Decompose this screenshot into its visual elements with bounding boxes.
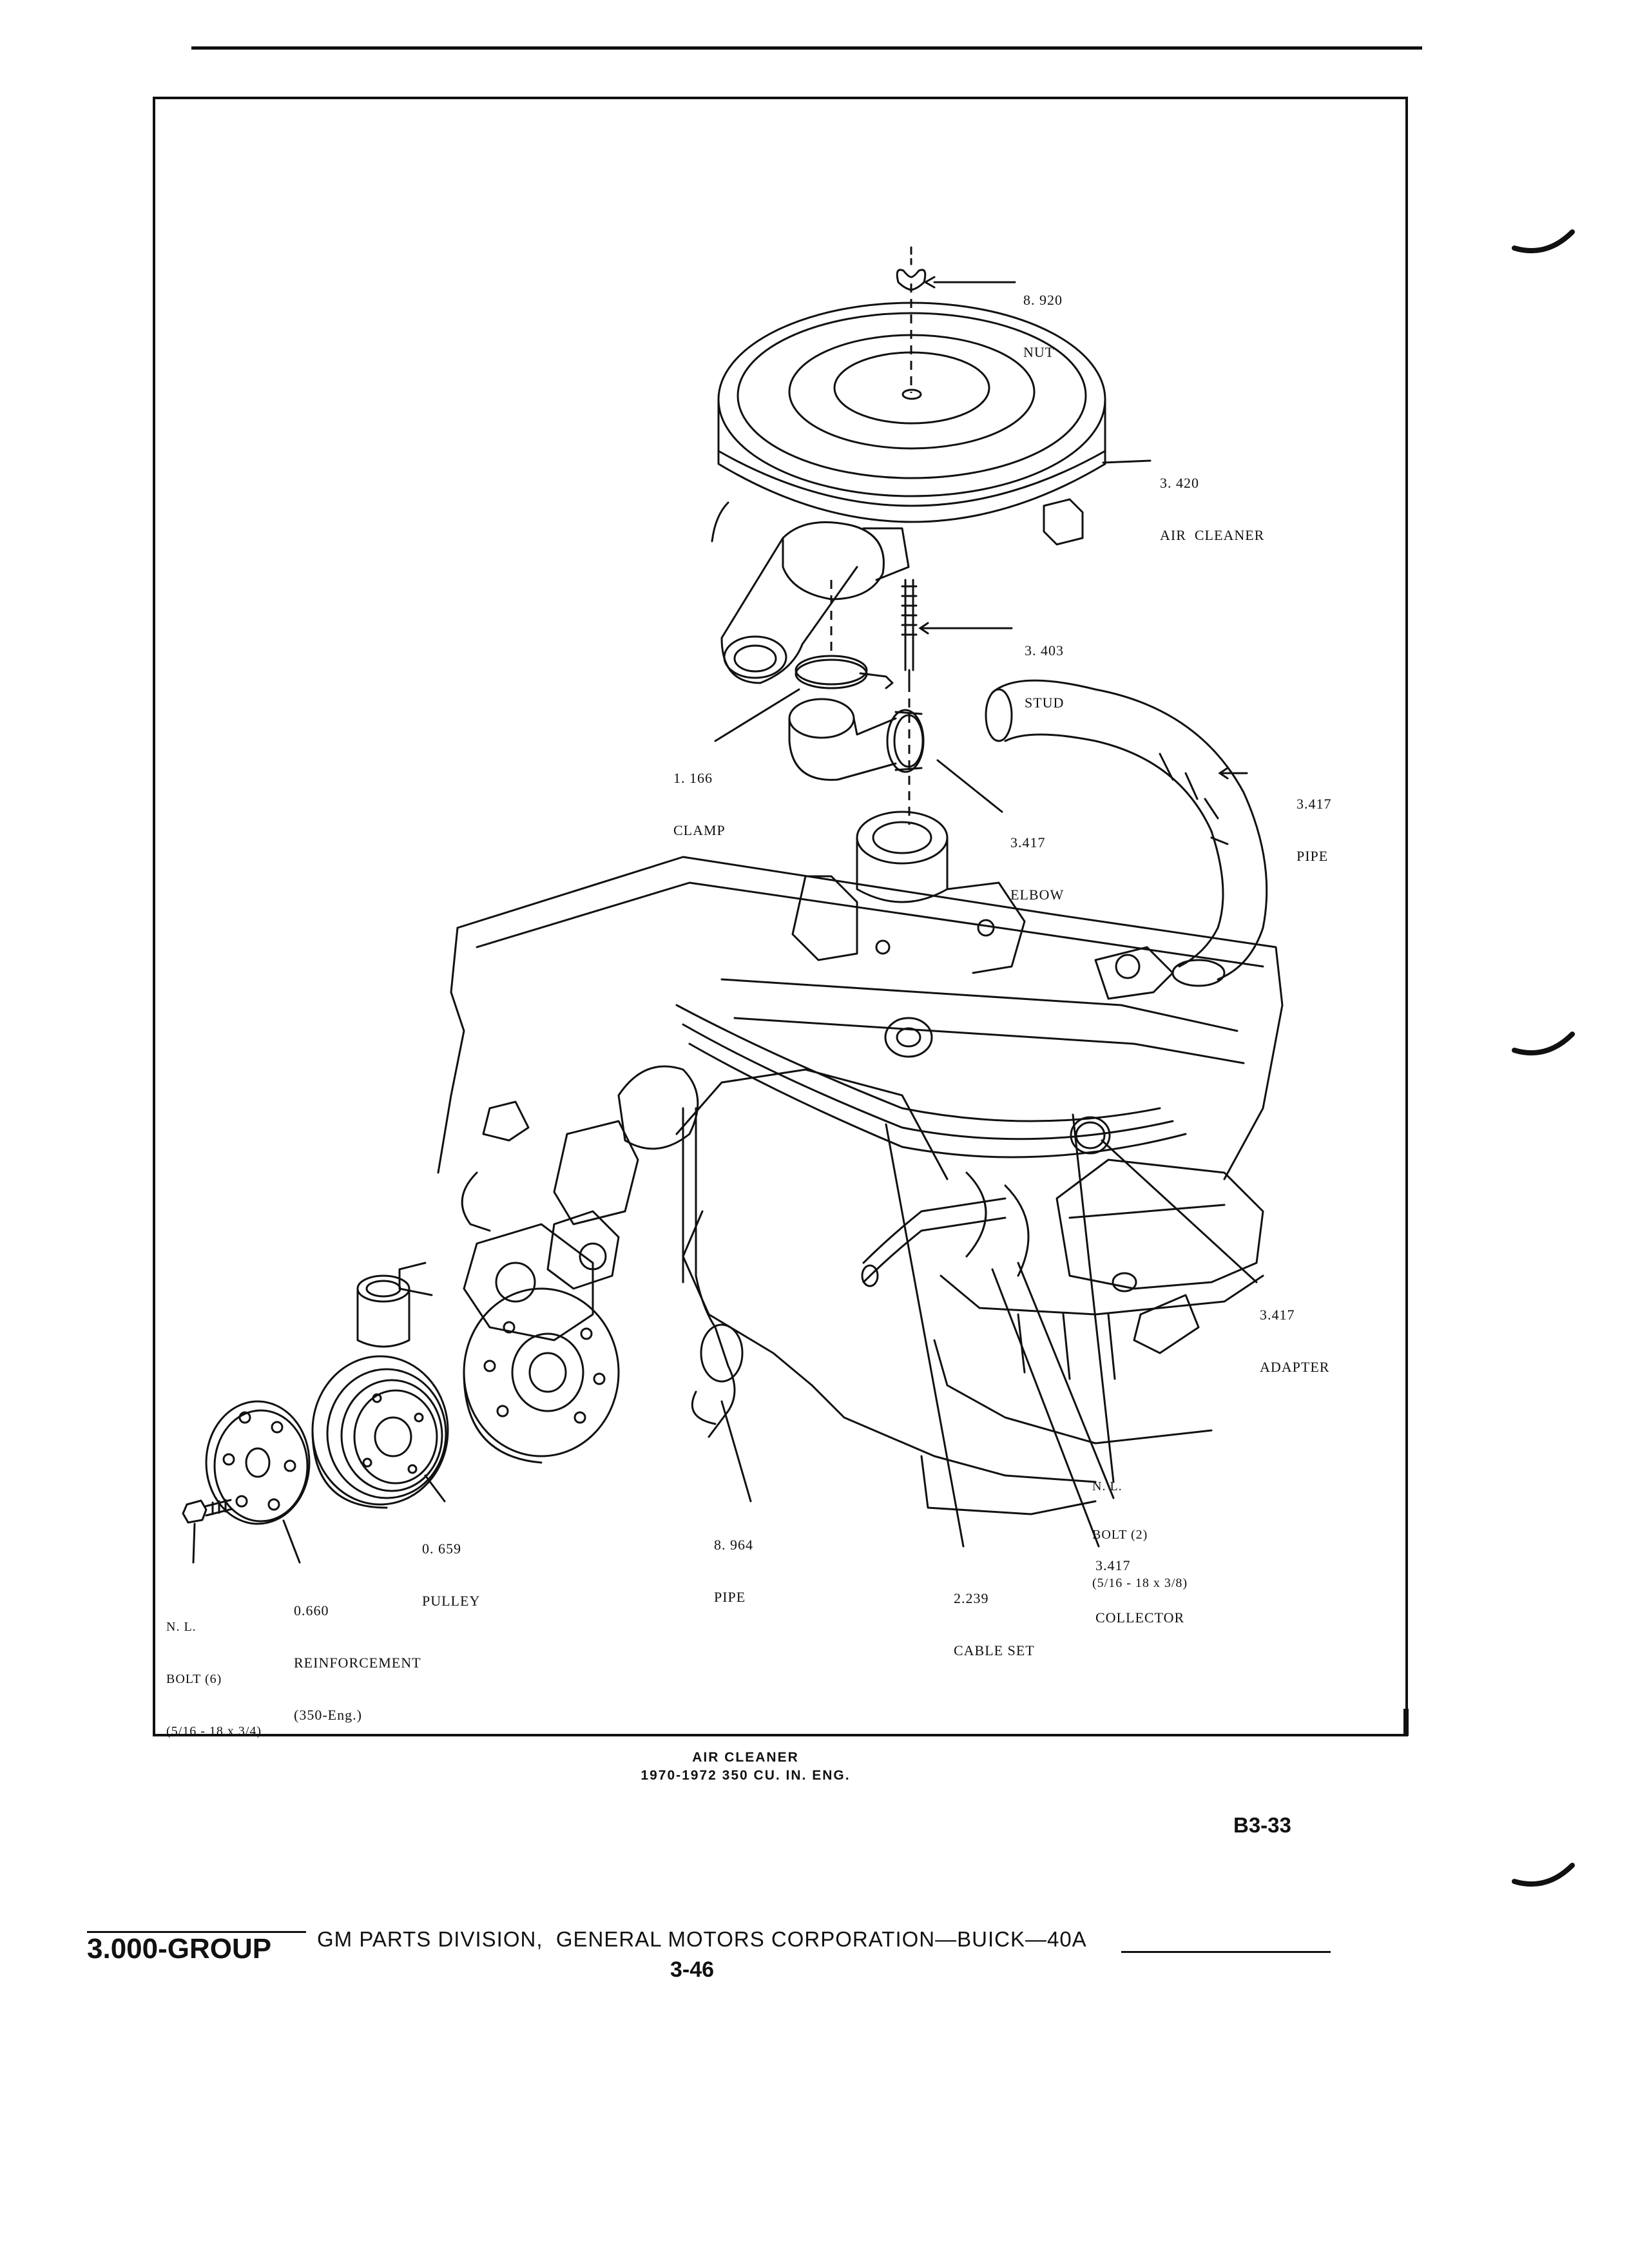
caption-subtitle: 1970-1972 350 CU. IN. ENG. bbox=[641, 1768, 851, 1783]
engine-block bbox=[398, 856, 1284, 1515]
top-rule bbox=[191, 46, 1422, 50]
bolt-6 bbox=[182, 1499, 233, 1524]
elbow bbox=[788, 698, 925, 781]
label-nut: 8. 920 NUT bbox=[1023, 292, 1063, 360]
label-stud: 3. 403 STUD bbox=[1025, 642, 1065, 711]
publisher-line: GM PARTS DIVISION, GENERAL MOTORS CORPOR… bbox=[317, 1927, 1087, 1951]
label-reinforcement: 0.660 REINFORCEMENT (350-Eng.) bbox=[294, 1602, 421, 1723]
frame-shadow-edge bbox=[1403, 1709, 1409, 1736]
balancer bbox=[463, 1287, 620, 1464]
group-label: 3.000-GROUP bbox=[87, 1933, 272, 1965]
footer-rule-right bbox=[1121, 1951, 1331, 1953]
label-cable-set: 2.239 CABLE SET bbox=[954, 1590, 1035, 1658]
footer-rule-left bbox=[87, 1931, 306, 1933]
binding-marks bbox=[1512, 229, 1575, 1887]
reinforcement-plate bbox=[205, 1400, 311, 1525]
label-adapter: 3.417 ADAPTER bbox=[1260, 1307, 1330, 1375]
air-pump-pipe bbox=[682, 1107, 744, 1438]
stud bbox=[901, 579, 918, 684]
page-number: 3-46 bbox=[670, 1957, 715, 1982]
label-air-cleaner: 3. 420 AIR CLEANER bbox=[1160, 475, 1265, 543]
clamp bbox=[795, 655, 894, 689]
label-pipe-upper: 3.417 PIPE bbox=[1296, 796, 1332, 864]
label-pipe-lower: 8. 964 PIPE bbox=[714, 1537, 753, 1605]
label-collector: 3.417 COLLECTOR bbox=[1095, 1557, 1185, 1626]
caption-title: AIR CLEANER bbox=[692, 1750, 799, 1765]
label-bolt-2: N. L. BOLT (2) (5/16 - 18 x 3/8) bbox=[1092, 1479, 1188, 1590]
label-elbow: 3.417 ELBOW bbox=[1010, 834, 1065, 903]
label-bolt-6: N. L. BOLT (6) (5/16 - 18 x 3/4) bbox=[166, 1620, 262, 1738]
collector-bracket bbox=[861, 1197, 1007, 1287]
carburetor bbox=[791, 811, 1026, 974]
crank-pulley bbox=[311, 1355, 449, 1509]
snorkel bbox=[720, 521, 910, 684]
figure-code: B3-33 bbox=[1233, 1813, 1291, 1837]
label-pulley: 0. 659 PULLEY bbox=[422, 1541, 481, 1609]
label-clamp: 1. 166 CLAMP bbox=[673, 770, 726, 838]
oil-filter bbox=[356, 1274, 410, 1348]
